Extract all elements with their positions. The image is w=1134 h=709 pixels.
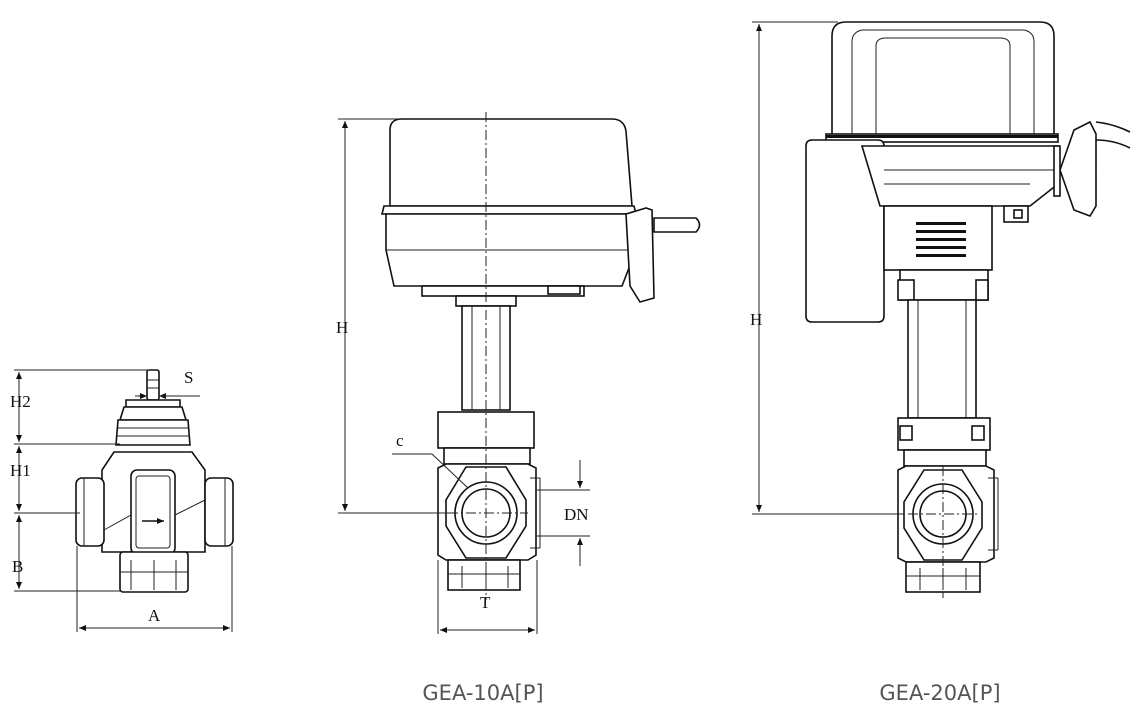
cooling-fins [916,222,966,257]
gear-housing [860,145,1059,207]
valve-bonnet-top [125,399,181,408]
actuator-column-20a [907,299,977,419]
bottom-port-10a [447,559,521,591]
dim-label-h1: H1 [10,461,31,480]
actuator-column [461,305,511,411]
dim-label-dn: DN [564,505,589,524]
motor-box [805,139,885,323]
dim-label-t: T [480,593,491,612]
gea-10a-drawing: H c DN T [336,112,701,634]
dim-label-c: c [396,431,404,450]
handwheel [1059,120,1097,217]
valve-stem [146,369,160,401]
valve-window [130,469,176,555]
dim-label-b: B [12,557,23,576]
dim-label-a: A [148,606,161,625]
actuator-cover [389,118,633,207]
dim-label-h-10a: H [336,318,348,337]
manual-handle [625,207,655,303]
dim-label-s: S [184,368,193,387]
caption-gea-10a: GEA-10A[P] [422,681,543,705]
right-port [204,477,234,547]
valve-bonnet [115,419,191,446]
dim-label-h-20a: H [750,310,762,329]
caption-gea-20a: GEA-20A[P] [879,681,1000,705]
gea-20a-drawing: H [750,21,1131,598]
left-port [75,477,105,547]
valve-body-drawing: H2 H1 B A S [10,368,234,632]
dim-label-h2: H2 [10,392,31,411]
handle-lever [653,217,701,233]
actuator-top-cover [831,21,1055,137]
